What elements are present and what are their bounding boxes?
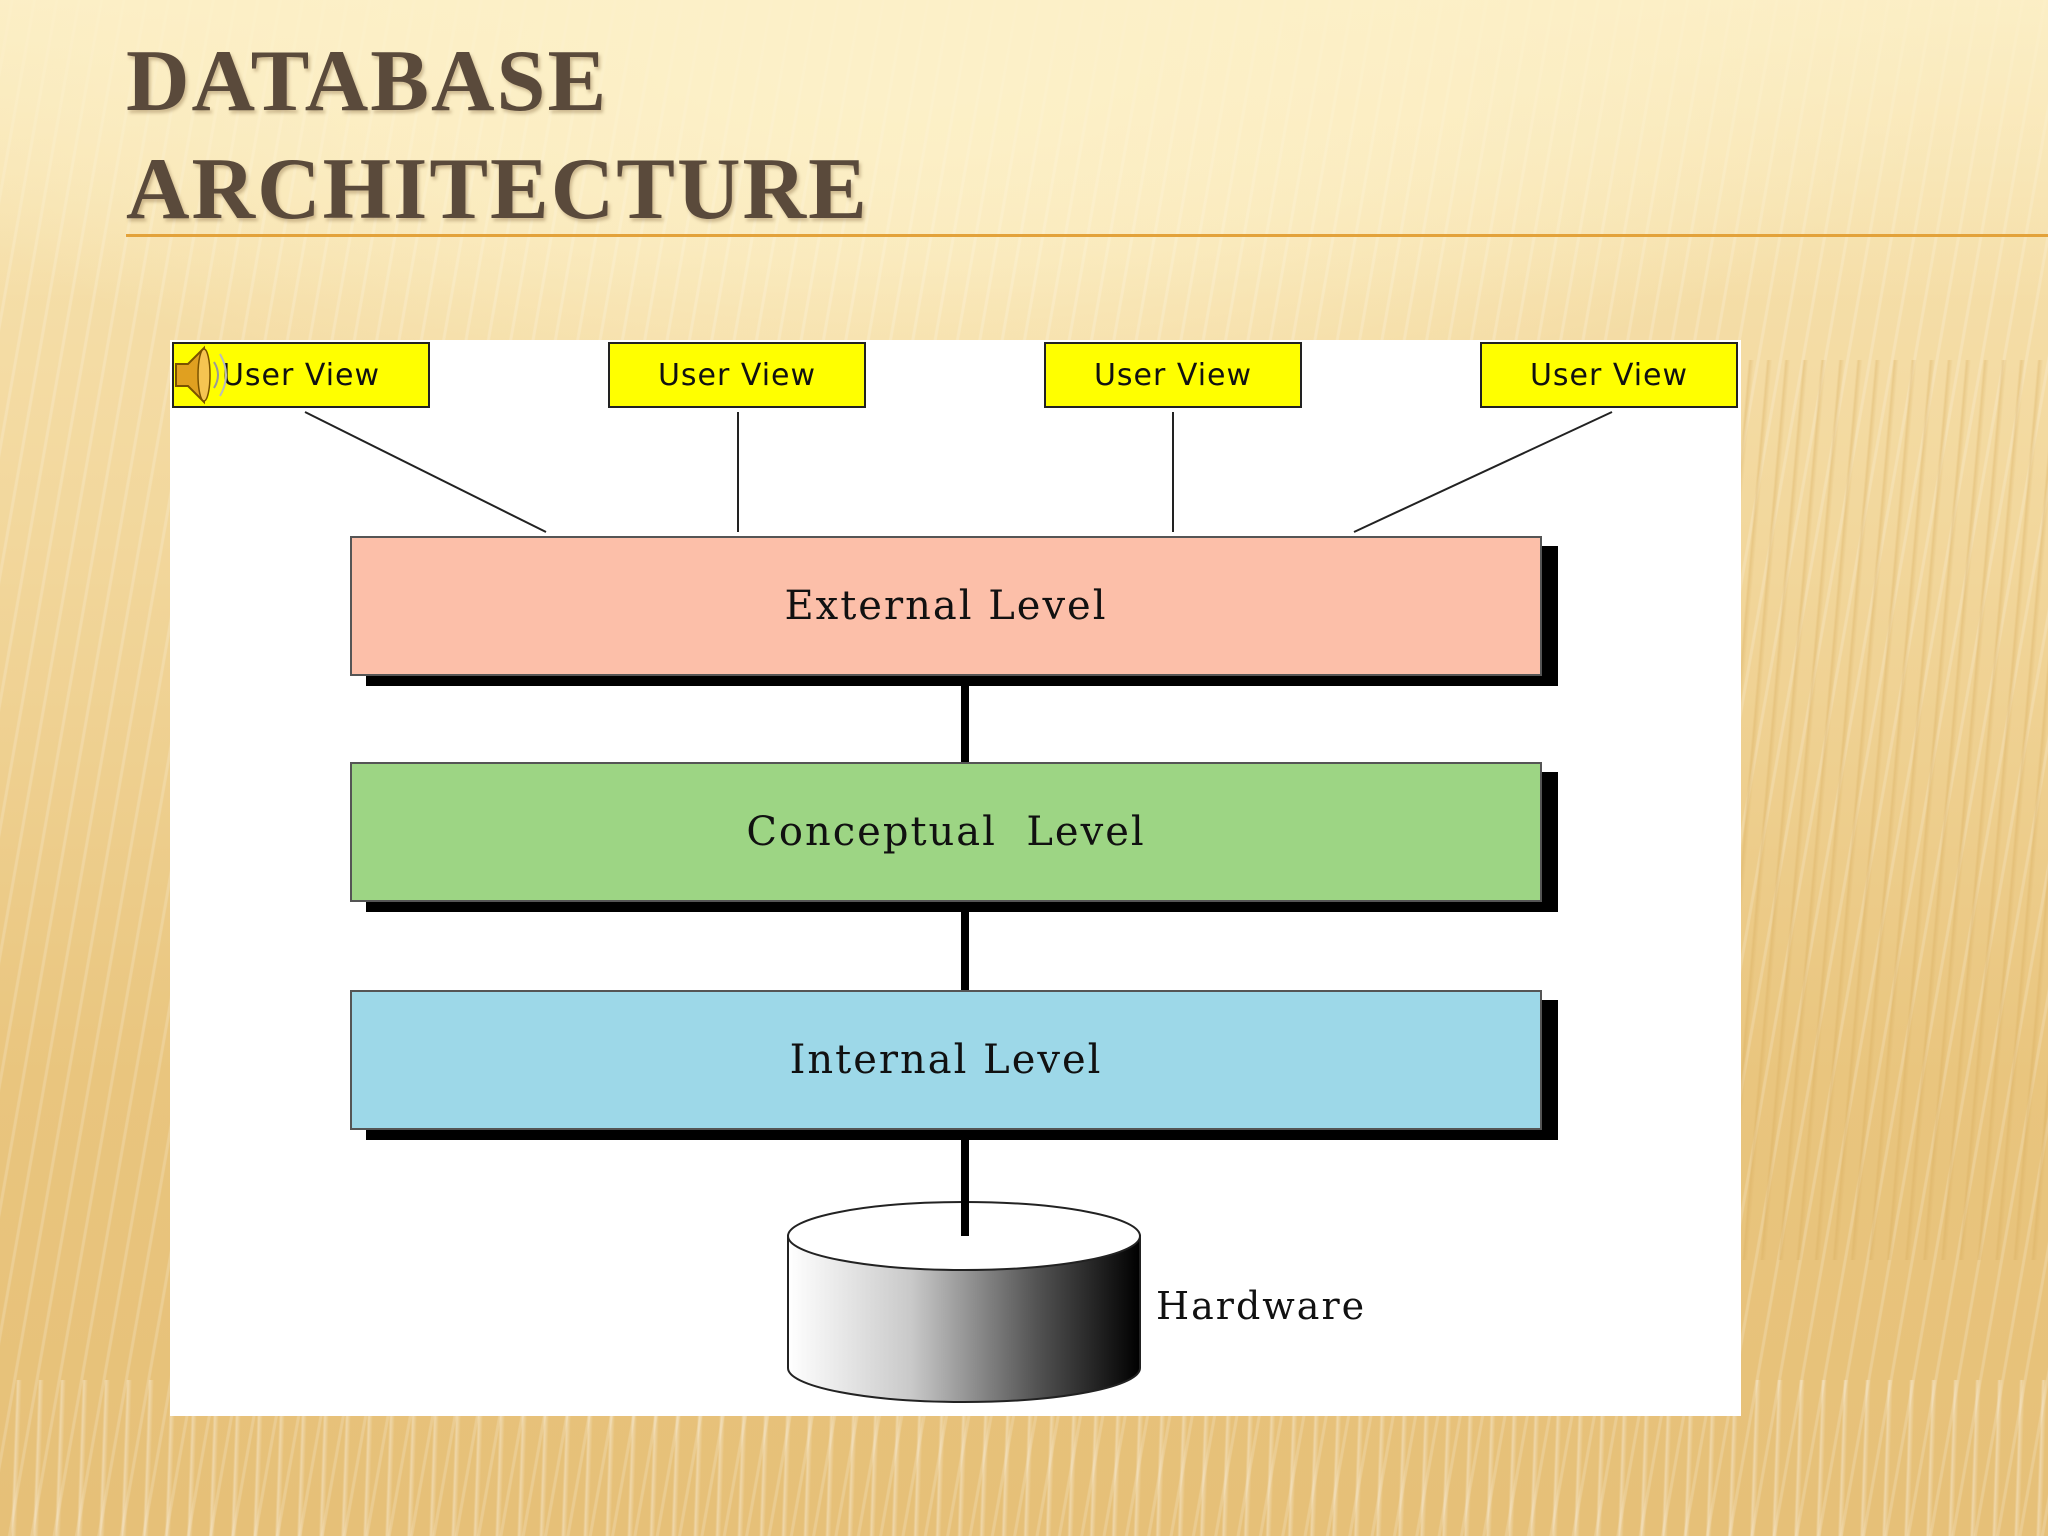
architecture-diagram: User View User View User View User View … bbox=[170, 340, 1741, 1416]
slide-title: DATABASE ARCHITECTURE bbox=[126, 28, 869, 244]
speaker-icon[interactable] bbox=[170, 340, 234, 410]
user-view-box-2: User View bbox=[608, 342, 866, 408]
diagram-connectors bbox=[304, 411, 1613, 1403]
internal-level-box: Internal Level bbox=[350, 990, 1542, 1130]
internal-level-label: Internal Level bbox=[789, 1037, 1103, 1083]
slide-title-line2: ARCHITECTURE bbox=[126, 141, 869, 238]
user-view-box-4: User View bbox=[1480, 342, 1738, 408]
hardware-label: Hardware bbox=[1156, 1284, 1367, 1328]
connector-user-view-4 bbox=[1353, 411, 1613, 533]
user-view-box-1: User View bbox=[172, 342, 430, 408]
conceptual-level-label: Conceptual Level bbox=[746, 809, 1146, 855]
title-underline bbox=[126, 234, 2048, 237]
connector-user-view-1 bbox=[304, 411, 547, 533]
background-stripes-right bbox=[1700, 360, 2048, 1260]
user-view-box-3: User View bbox=[1044, 342, 1302, 408]
external-level-label: External Level bbox=[784, 583, 1108, 629]
external-level-box: External Level bbox=[350, 536, 1542, 676]
conceptual-level-box: Conceptual Level bbox=[350, 762, 1542, 902]
slide-title-line1: DATABASE bbox=[126, 33, 609, 130]
